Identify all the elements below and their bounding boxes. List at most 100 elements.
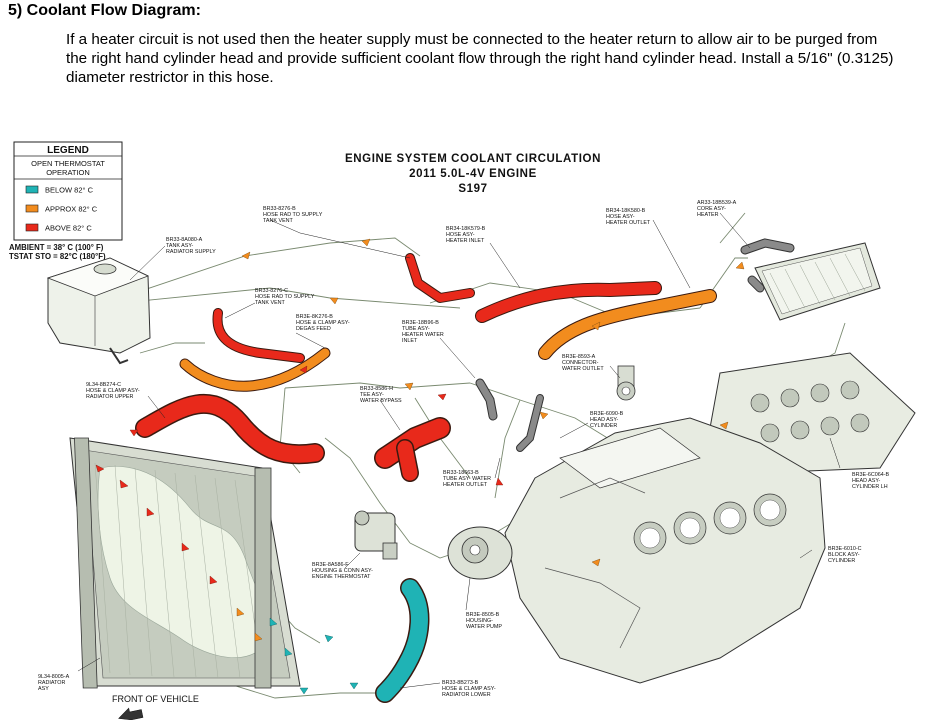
callout-line: WATER BYPASS: [360, 398, 402, 404]
callout-part-number: BR33-18663-B: [443, 470, 479, 476]
coolant-flow-diagram: LEGEND OPEN THERMOSTAT OPERATION BELOW 8…: [9, 141, 916, 720]
callout-hose-clamp-degas: BR3E-8K276-B HOSE & CLAMP ASY- DEGAS FEE…: [296, 314, 350, 332]
callout-line: RADIATOR SUPPLY: [166, 249, 216, 255]
legend-item-approx: APPROX 82° C: [45, 205, 98, 214]
callout-part-number: BR3E-8A586-F: [312, 562, 349, 568]
callout-line: DEGAS FEED: [296, 326, 331, 332]
connector-water-outlet: [616, 365, 636, 401]
hose-radiator-upper: [135, 393, 325, 465]
callout-line: CYLINDER LH: [852, 484, 888, 490]
callout-part-number: BR3E-6090-B: [590, 411, 624, 417]
callout-line: HOSE & CLAMP ASY-: [442, 686, 496, 692]
hose-upper-vent: [405, 253, 475, 303]
callout-connector-water-outlet: BR3E-8593-A CONNECTOR- WATER OUTLET: [562, 354, 604, 372]
callout-part-number: AR33-18B539-A: [697, 200, 737, 206]
hose-radiator-lower: [375, 578, 430, 703]
callout-leaders: [77, 212, 841, 689]
callout-line: TUBE ASY- WATER: [443, 476, 491, 482]
callout-part-number: 9L34-8B274-C: [86, 382, 121, 388]
diagram-title-1: ENGINE SYSTEM COOLANT CIRCULATION: [345, 153, 601, 165]
callout-line: TUBE ASY-: [402, 326, 430, 332]
front-of-vehicle-label: FRONT OF VEHICLE: [112, 694, 199, 704]
callout-part-number: BR3E-8K276-B: [296, 314, 333, 320]
callout-line: RADIATOR UPPER: [86, 394, 134, 400]
hose-heater-inlet: [475, 281, 662, 323]
callout-hose-heater-inlet: BR34-18K579-B HOSE ASY- HEATER INLET: [446, 226, 486, 244]
callout-line: TANK VENT: [263, 218, 294, 224]
callout-line: HOSE ASY-: [446, 232, 475, 238]
callout-line: HOUSING & CONN ASY-: [312, 568, 373, 574]
callout-hose-radiator-lower: BR33-8B273-B HOSE & CLAMP ASY- RADIATOR …: [442, 680, 496, 698]
legend-subtitle-1: OPEN THERMOSTAT: [31, 159, 105, 168]
ambient-temp: AMBIENT = 38° C (100° F): [9, 243, 104, 252]
heater-core: [754, 242, 881, 321]
callout-line: INLET: [402, 338, 418, 344]
callout-line: ASY: [38, 686, 49, 692]
diagram-title-2: 2011 5.0L-4V ENGINE: [409, 168, 537, 180]
callout-tube-water-heater-outlet: BR33-18663-B TUBE ASY- WATER HEATER OUTL…: [443, 470, 491, 488]
engine-block: [504, 417, 826, 684]
callout-block-cyl: BR3E-6010-C BLOCK ASY- CYLINDER: [828, 546, 862, 564]
callout-line: HEATER: [697, 212, 719, 218]
callout-line: RADIATOR LOWER: [442, 692, 491, 698]
callout-line: BLOCK ASY-: [828, 552, 860, 558]
callout-line: CYLINDER: [590, 423, 617, 429]
callout-line: HEATER OUTLET: [443, 482, 488, 488]
callout-radiator-asy: 9L34-8005-A RADIATOR ASY: [38, 674, 70, 692]
callout-part-number: BR33-8276-B: [263, 206, 296, 212]
callout-head-cyl-rh: BR3E-6090-B HEAD ASY- CYLINDER: [590, 411, 624, 429]
callout-line: CONNECTOR-: [562, 360, 599, 366]
thermostat-temp: TSTAT STO = 82°C (180°F): [9, 252, 106, 261]
callout-tank-asy: BR33-8A080-A TANK ASY- RADIATOR SUPPLY: [166, 237, 216, 255]
callout-line: HOSE & CLAMP ASY-: [86, 388, 140, 394]
callout-line: HOSE RAD TO SUPPLY: [263, 212, 323, 218]
intro-paragraph: If a heater circuit is not used then the…: [66, 31, 894, 86]
thermostat-housing: [354, 510, 398, 560]
section-heading: 5) Coolant Flow Diagram:: [8, 2, 201, 19]
hose-rad-supply-tank-vent: [212, 308, 305, 363]
hose-heater-outlet: [538, 289, 717, 360]
callout-part-number: 9L34-8005-A: [38, 674, 70, 680]
callout-part-number: BR33-8B273-B: [442, 680, 479, 686]
callout-core-asy-heater: AR33-18B539-A CORE ASY- HEATER: [697, 200, 737, 218]
callout-line: HOSE RAD TO SUPPLY: [255, 294, 315, 300]
callout-part-number: BR3E-6C064-B: [852, 472, 890, 478]
callout-line: TANK ASY-: [166, 243, 193, 249]
callout-line: WATER OUTLET: [562, 366, 604, 372]
legend-item-below: BELOW 82° C: [45, 186, 94, 195]
callout-tee-water-bypass: BR33-8586-H TEE ASY- WATER BYPASS: [360, 386, 402, 404]
callout-part-number: BR34-18K580-B: [606, 208, 646, 214]
callout-hose-heater-outlet: BR34-18K580-B HOSE ASY- HEATER OUTLET: [606, 208, 651, 226]
diagram-title-3: S197: [458, 183, 487, 195]
callout-line: CYLINDER: [828, 558, 855, 564]
callout-housing-thermostat: BR3E-8A586-F HOUSING & CONN ASY- ENGINE …: [312, 562, 373, 580]
callout-line: RADIATOR: [38, 680, 65, 686]
hose-heater-core-pipes: [740, 238, 795, 293]
callout-line: HOUSING-: [466, 618, 493, 624]
tube-water-heater-outlet: [516, 394, 544, 452]
callout-head-cyl-lh: BR3E-6C064-B HEAD ASY- CYLINDER LH: [852, 472, 890, 490]
callout-part-number: BR3E-8505-B: [466, 612, 500, 618]
callout-line: HEATER OUTLET: [606, 220, 651, 226]
callout-part-number: BR3E-6010-C: [828, 546, 862, 552]
callout-part-number: BR33-8276-C: [255, 288, 288, 294]
tube-heater-water-inlet: [475, 378, 498, 421]
callout-line: HOSE & CLAMP ASY-: [296, 320, 350, 326]
callout-hose-rad-supply-1: BR33-8276-B HOSE RAD TO SUPPLY TANK VENT: [263, 206, 323, 224]
callout-hose-radiator-upper: 9L34-8B274-C HOSE & CLAMP ASY- RADIATOR …: [86, 382, 140, 400]
callout-line: WATER PUMP: [466, 624, 502, 630]
degas-tank: [46, 257, 151, 365]
legend-item-above: ABOVE 82° C: [45, 224, 92, 233]
callout-line: TANK VENT: [255, 300, 286, 306]
callout-part-number: BR3E-8593-A: [562, 354, 596, 360]
callout-line: TEE ASY-: [360, 392, 384, 398]
front-arrow-icon: [118, 707, 144, 720]
callout-line: HEATER WATER: [402, 332, 444, 338]
callout-part-number: BR34-18K579-B: [446, 226, 486, 232]
callout-part-number: BR33-8586-H: [360, 386, 393, 392]
legend-swatch-below: [25, 185, 39, 194]
water-pump: [447, 526, 513, 580]
callout-line: HEATER INLET: [446, 238, 485, 244]
legend-swatch-above: [25, 223, 39, 232]
legend-subtitle-2: OPERATION: [46, 168, 90, 177]
